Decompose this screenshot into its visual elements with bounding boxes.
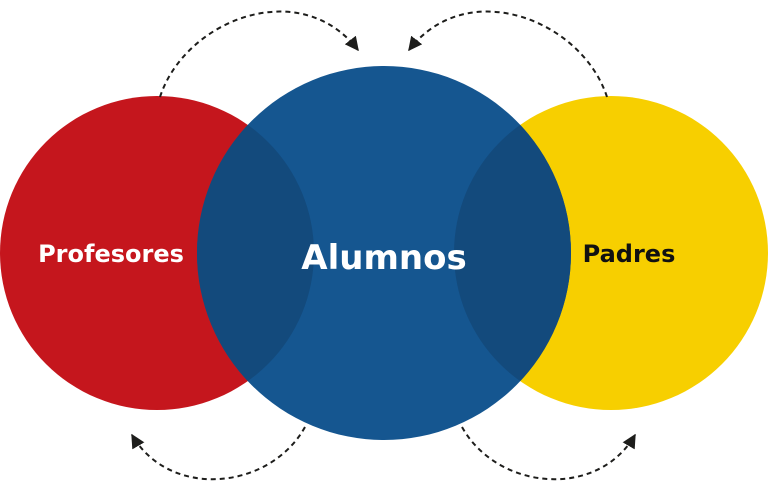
arrow-profesores-to-alumnos <box>159 10 359 98</box>
overlap-profesores-alumnos <box>197 96 314 410</box>
padres-label: Padres <box>582 240 676 268</box>
alumnos-label: Alumnos <box>301 238 467 278</box>
arrow-alumnos-to-padres <box>461 426 636 481</box>
arrow-alumnos-to-profesores <box>131 426 306 481</box>
arrow-padres-to-alumnos <box>408 10 608 98</box>
overlap-padres-alumnos <box>454 96 571 410</box>
alumnos-circle <box>197 66 571 440</box>
profesores-label: Profesores <box>38 240 184 268</box>
